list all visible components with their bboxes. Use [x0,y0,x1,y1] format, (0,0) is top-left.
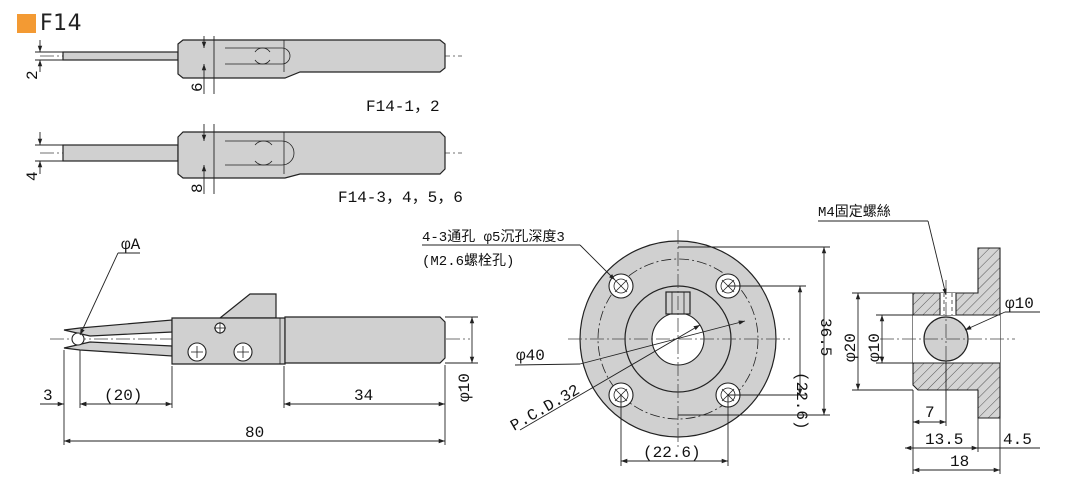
dim-bore-right-label: φ10 [1005,295,1034,313]
main-view: φA 3 (20) 34 80 φ10 [40,236,478,445]
hole-note-line1: 4-3通孔 φ5沉孔深度3 [422,229,565,246]
screw-icon [233,342,253,362]
dim-pcd-label: P.C.D.32 [508,381,584,435]
side-view-b: 4 8 F14-3，4，5，6 [24,124,463,207]
heading-marker [17,13,36,33]
dim-4-5-label: 4.5 [1003,431,1032,449]
dim-36-5-label: 36.5 [816,318,834,356]
dim-80-label: 80 [245,424,264,442]
dim-phi-a-label: φA [121,236,141,254]
dim-34-label: 34 [354,387,373,405]
dim-3-label: 3 [43,387,53,405]
dim-7-label: 7 [925,404,935,422]
dim-phi10-label: φ10 [456,373,474,402]
flange-view: 4-3通孔 φ5沉孔深度3 (M2.6螺栓孔) φ40 P.C.D.32 (22… [422,229,834,466]
dim-phi10-left-label: φ10 [866,333,884,362]
hole-note-line2: (M2.6螺栓孔) [422,253,514,270]
dim-22-6-horiz-label: (22.6) [643,444,701,462]
section-heading: F14 [17,10,82,36]
pin-icon [214,322,226,334]
dim-18-label: 18 [950,453,969,471]
section-title: F14 [40,10,83,36]
section-view: M4固定螺絲 φ10 φ20 φ10 7 13.5 4.5 18 [818,204,1040,474]
dim-4-label: 4 [24,171,42,181]
dim-20-label: (20) [104,387,142,405]
dim-phi20-label: φ20 [842,333,860,362]
m4-screw-note: M4固定螺絲 [818,204,891,221]
caption-f14-1-2: F14-1，2 [366,98,440,116]
dim-8-label: 8 [189,183,207,193]
dim-13-5-label: 13.5 [925,431,963,449]
dim-6-label: 6 [189,82,207,92]
side-view-a: 2 6 F14-1，2 [24,36,462,116]
dim-phi40-label: φ40 [516,347,545,365]
dim-2-label: 2 [24,70,42,80]
screw-icon [187,342,207,362]
caption-f14-3-6: F14-3，4，5，6 [338,189,463,207]
dim-22-6-vert-label: (22.6) [792,372,810,430]
